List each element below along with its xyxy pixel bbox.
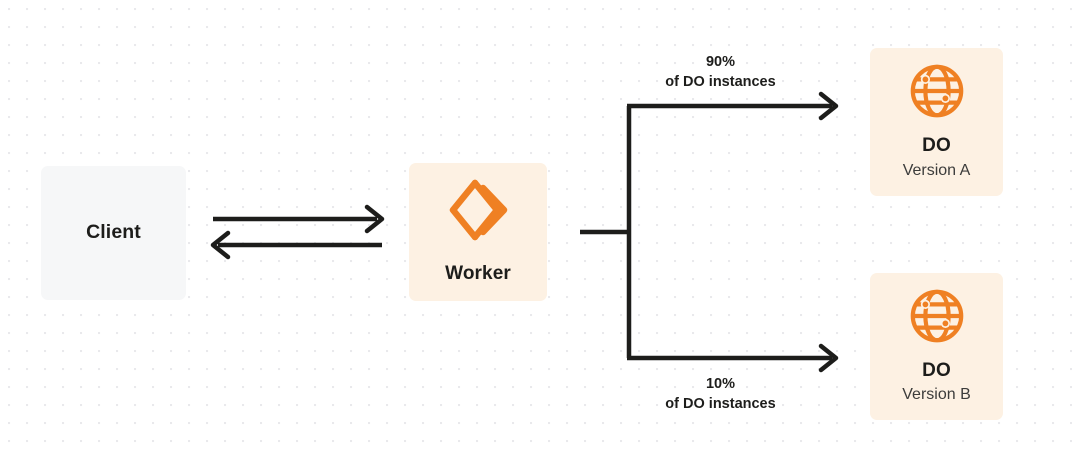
edge-label-do-b: 10% of DO instances	[613, 374, 828, 414]
edge-label-do-b-text: of DO instances	[665, 396, 776, 412]
cloudflare-workers-icon	[448, 179, 508, 241]
edge-label-do-a: 90% of DO instances	[613, 52, 828, 92]
node-do-version-b[interactable]: DO Version B	[870, 273, 1003, 420]
node-do-a-subtitle: Version A	[902, 161, 971, 179]
node-client-title: Client	[86, 221, 141, 244]
node-do-b-subtitle: Version B	[902, 386, 971, 404]
edge-label-do-a-text: of DO instances	[665, 74, 776, 90]
globe-icon	[909, 288, 965, 344]
edge-label-do-b-percent: 10%	[705, 376, 736, 392]
node-client[interactable]: Client	[41, 166, 186, 300]
globe-icon	[909, 63, 965, 119]
arrow-worker-to-do-b	[627, 343, 839, 373]
arrow-worker-to-client	[210, 230, 382, 260]
arrow-worker-to-do-a	[627, 91, 839, 121]
node-worker[interactable]: Worker	[409, 163, 547, 301]
node-do-a-title: DO	[922, 135, 951, 157]
node-do-b-title: DO	[922, 359, 951, 381]
edge-label-do-a-percent: 90%	[705, 54, 736, 70]
node-do-version-a[interactable]: DO Version A	[870, 48, 1003, 196]
node-worker-title: Worker	[445, 262, 511, 284]
arrow-client-to-worker	[213, 204, 385, 234]
